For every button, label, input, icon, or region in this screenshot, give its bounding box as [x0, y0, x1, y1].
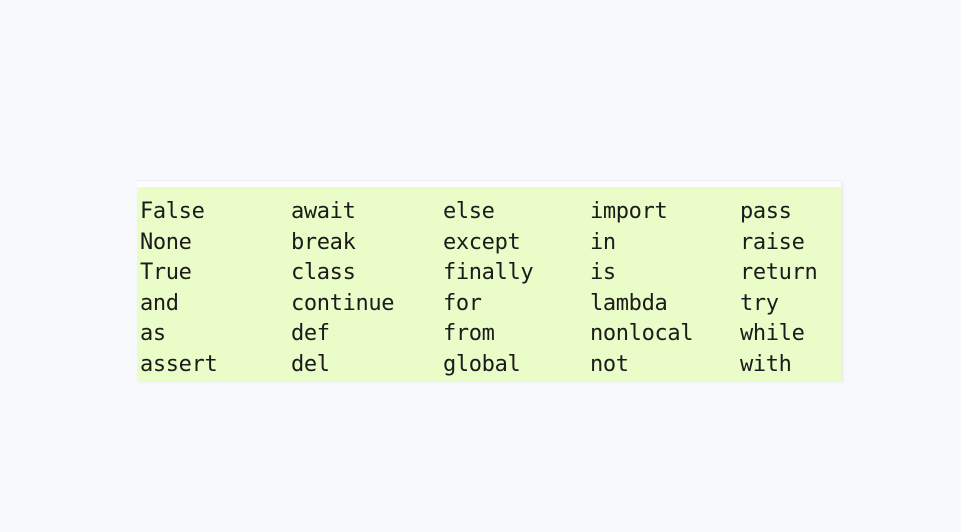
keyword-cell: and	[140, 290, 179, 316]
keyword-table-body: False await else import pass None break …	[137, 197, 841, 380]
keyword-cell: None	[140, 229, 192, 255]
keyword-cell: False	[140, 199, 205, 224]
panel-top-strip	[137, 180, 841, 187]
keyword-cell: def	[291, 321, 330, 346]
keyword-cell: from	[443, 321, 495, 346]
keyword-cell: is	[590, 260, 616, 285]
keyword-cell: assert	[140, 351, 218, 377]
table-row: and continue for lambda try	[137, 289, 841, 320]
keyword-cell: try	[740, 290, 779, 316]
keyword-cell: import	[590, 199, 668, 224]
table-row: assert del global not with	[137, 350, 841, 381]
keyword-panel: False await else import pass None break …	[137, 180, 841, 381]
keyword-cell: continue	[291, 290, 395, 316]
table-row: False await else import pass	[137, 197, 841, 228]
table-row: None break except in raise	[137, 228, 841, 259]
keyword-cell: finally	[443, 260, 534, 285]
keyword-cell: global	[443, 351, 521, 377]
keyword-cell: as	[140, 321, 166, 346]
keyword-cell: while	[740, 321, 805, 346]
keyword-table-container: False await else import pass None break …	[137, 187, 841, 381]
keyword-cell: else	[443, 199, 495, 224]
keyword-cell: in	[590, 229, 616, 255]
keyword-cell: raise	[740, 229, 805, 255]
keyword-cell: return	[740, 260, 818, 285]
keyword-cell: await	[291, 199, 356, 224]
keyword-cell: class	[291, 260, 356, 285]
keyword-cell: pass	[740, 199, 792, 224]
keyword-cell: with	[740, 351, 792, 377]
keyword-cell: True	[140, 260, 192, 285]
keyword-table: False await else import pass None break …	[137, 197, 841, 380]
keyword-cell: not	[590, 351, 629, 377]
keyword-cell: nonlocal	[590, 321, 694, 346]
keyword-cell: except	[443, 229, 521, 255]
table-row: True class finally is return	[137, 258, 841, 289]
table-row: as def from nonlocal while	[137, 319, 841, 350]
keyword-cell: for	[443, 290, 482, 316]
keyword-cell: del	[291, 351, 330, 377]
keyword-cell: lambda	[590, 290, 668, 316]
keyword-cell: break	[291, 229, 356, 255]
